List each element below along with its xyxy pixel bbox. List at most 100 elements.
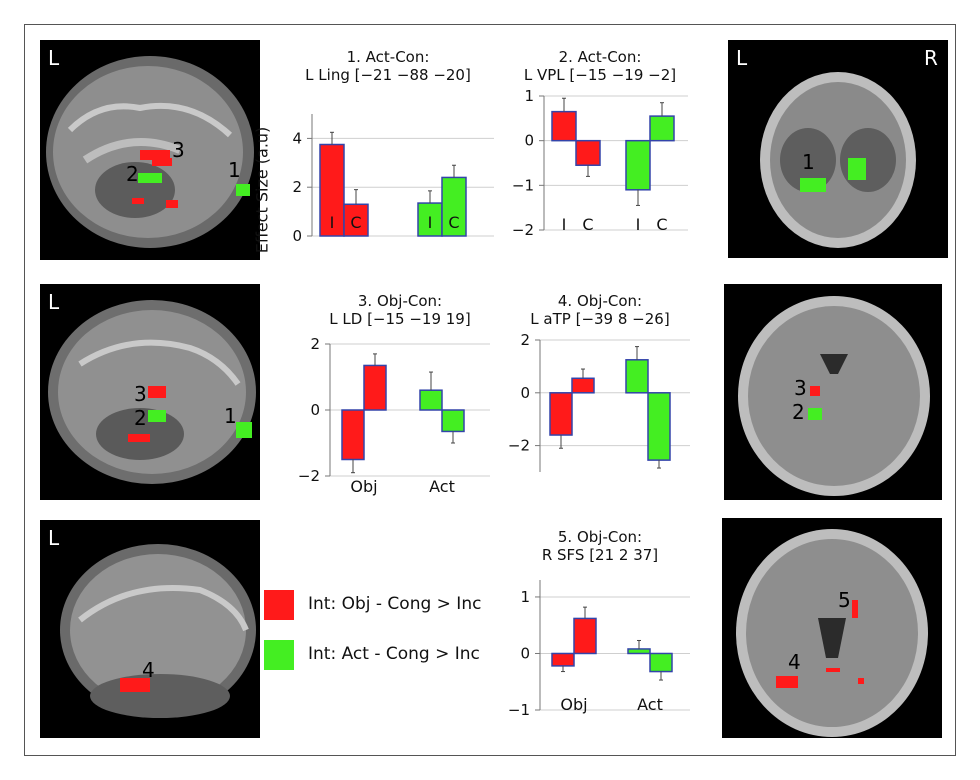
bar xyxy=(647,392,671,461)
region-label: 5 xyxy=(838,588,851,612)
region-label: 2 xyxy=(126,162,139,186)
bar xyxy=(341,409,365,461)
brain-sagittal-panel-3: L 3 2 1 xyxy=(40,284,260,500)
y-tick-label: 4 xyxy=(292,129,302,147)
left-marker: L xyxy=(48,526,60,550)
y-tick-label: −1 xyxy=(508,701,530,719)
bar xyxy=(319,143,345,237)
y-tick-label: −2 xyxy=(512,221,534,239)
brain-coronal-panel-6: 5 4 xyxy=(722,518,942,738)
region-label: 1 xyxy=(228,158,241,182)
bar xyxy=(551,110,577,142)
brain-image xyxy=(760,72,916,248)
region-label: 3 xyxy=(172,138,185,162)
right-marker: R xyxy=(924,46,938,70)
y-tick-label: 0 xyxy=(520,644,530,662)
bar xyxy=(419,389,443,411)
x-category-label: Act xyxy=(429,477,455,496)
y-tick-label: −2 xyxy=(298,467,320,485)
chart-title-line2: L LD [−15 −19 19] xyxy=(329,310,471,328)
x-category-label: Obj xyxy=(560,695,587,714)
chart-title-line2: L aTP [−39 8 −26] xyxy=(530,310,670,328)
y-tick-label: 0 xyxy=(292,227,302,245)
chart-title-line1: 5. Obj-Con: xyxy=(557,528,643,546)
y-tick-label: 2 xyxy=(292,178,302,196)
left-marker: L xyxy=(736,46,748,70)
x-category-label: Obj xyxy=(350,477,377,496)
brain-image xyxy=(738,296,930,496)
bar xyxy=(627,648,651,655)
bar-label: C xyxy=(448,213,459,232)
y-tick-label: 0 xyxy=(524,132,534,150)
region-label: 3 xyxy=(794,376,807,400)
region-label: 4 xyxy=(788,650,801,674)
chart-title-line2: L VPL [−15 −19 −2] xyxy=(523,66,677,84)
bar xyxy=(571,377,595,394)
bar xyxy=(575,139,601,166)
chart-title-line2: R SFS [21 2 37] xyxy=(541,546,659,564)
region-label: 2 xyxy=(134,406,147,430)
y-tick-label: −2 xyxy=(508,437,530,455)
brain-sagittal-panel-5: L 4 xyxy=(40,520,260,738)
region-label: 2 xyxy=(792,400,805,424)
chart-title-line1: 3. Obj-Con: xyxy=(357,292,443,310)
bar xyxy=(649,652,673,673)
bar-label: C xyxy=(656,215,667,234)
legend-swatch-green xyxy=(264,640,294,670)
brain-image xyxy=(46,56,254,248)
y-tick-label: 0 xyxy=(520,384,530,402)
bar xyxy=(441,176,467,237)
bar-label: I xyxy=(428,213,433,232)
bar-label: I xyxy=(330,213,335,232)
brain-coronal-panel-4: 3 2 xyxy=(724,284,942,500)
region-label: 4 xyxy=(142,658,155,682)
bar xyxy=(551,652,575,667)
bar xyxy=(363,364,387,411)
y-tick-label: 1 xyxy=(520,588,530,606)
region-label: 3 xyxy=(134,382,147,406)
brain-sagittal-panel-1: L 3 2 1 xyxy=(40,40,260,260)
x-category-label: Act xyxy=(637,695,663,714)
figure-frame xyxy=(24,24,956,756)
chart-title-line2: L Ling [−21 −88 −20] xyxy=(305,66,471,84)
region-label: 1 xyxy=(802,150,815,174)
bar xyxy=(625,139,651,191)
y-tick-label: 0 xyxy=(310,401,320,419)
y-tick-label: 2 xyxy=(520,331,530,349)
legend-label: Int: Obj - Cong > Inc xyxy=(308,594,482,614)
chart-title-line1: 4. Obj-Con: xyxy=(557,292,643,310)
bar-label: C xyxy=(350,213,361,232)
brain-image xyxy=(48,300,256,484)
legend-label: Int: Act - Cong > Inc xyxy=(308,644,480,664)
region-label: 1 xyxy=(224,404,237,428)
bar xyxy=(549,392,573,436)
bar-label: C xyxy=(582,215,593,234)
bar-chart-4: 4. Obj-Con: L aTP [−39 8 −26] −2 0 2 xyxy=(500,284,700,500)
brain-image xyxy=(60,544,256,718)
left-marker: L xyxy=(48,46,60,70)
bar xyxy=(625,359,649,394)
chart-title-line1: 2. Act-Con: xyxy=(558,48,642,66)
legend-swatch-red xyxy=(264,590,294,620)
brain-coronal-panel-2: L R 1 xyxy=(728,40,948,258)
chart-plot: −2 0 2 xyxy=(508,331,690,472)
bar xyxy=(343,203,369,237)
chart-title-line1: 1. Act-Con: xyxy=(346,48,430,66)
y-tick-label: −1 xyxy=(512,176,534,194)
brain-image xyxy=(736,529,928,737)
bar xyxy=(441,409,465,433)
left-marker: L xyxy=(48,290,60,314)
y-tick-label: 1 xyxy=(524,87,534,105)
bar-label: I xyxy=(562,215,567,234)
bar xyxy=(417,202,443,237)
y-tick-label: 2 xyxy=(310,335,320,353)
bar xyxy=(649,115,675,142)
